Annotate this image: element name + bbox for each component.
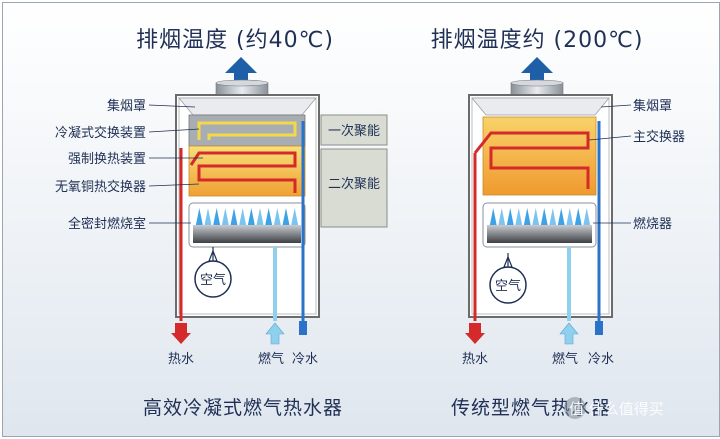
left-burner	[193, 225, 301, 243]
flame	[574, 208, 582, 225]
right-hot-arrow	[465, 323, 485, 344]
watermark-text: 值 什么值得买	[569, 400, 664, 418]
left-pipe-label-hot: 热水	[168, 352, 194, 367]
right-pipe-label-hot: 热水	[462, 352, 488, 367]
left-exhaust-title: 排烟温度 (约40℃)	[136, 28, 334, 53]
stage-label-2: 二次聚能	[328, 176, 380, 192]
left-label-forced: 强制换热装置	[68, 152, 146, 167]
left-exhaust-arrow	[225, 57, 257, 83]
flame	[273, 208, 281, 225]
flame	[498, 208, 506, 225]
flame	[583, 208, 591, 225]
right-labels: 集烟罩 主交换器 燃烧器	[588, 98, 685, 232]
flame	[247, 208, 255, 225]
flame	[523, 208, 531, 225]
stage-box-2	[320, 148, 388, 228]
flame	[532, 208, 540, 225]
left-coil-upper	[197, 121, 297, 140]
flame	[515, 208, 523, 225]
flame	[489, 208, 497, 225]
comparison-diagram: 空气 一次聚能 二次聚能 排烟温度 (约40℃) 集烟罩 冷凝式交换装置 强制换…	[55, 28, 685, 419]
right-label-main: 主交换器	[633, 129, 685, 145]
left-pipe-label-cold: 冷水	[292, 352, 318, 367]
flame	[265, 208, 273, 225]
right-burner	[487, 225, 592, 243]
flame	[230, 208, 238, 225]
right-gas-arrow	[559, 322, 579, 345]
left-label-hood: 集烟罩	[107, 98, 146, 114]
flame	[195, 208, 203, 225]
left-flames	[195, 208, 299, 225]
right-cold-valve	[595, 321, 603, 335]
left-heater: 空气	[171, 57, 320, 345]
right-main-exchanger	[482, 116, 597, 196]
right-label-hood: 集烟罩	[633, 98, 672, 114]
left-caption: 高效冷凝式燃气热水器	[143, 397, 343, 419]
flame	[256, 208, 264, 225]
right-flames	[489, 208, 591, 225]
flame	[557, 208, 565, 225]
stage-label-1: 一次聚能	[328, 123, 380, 139]
right-label-burner: 燃烧器	[633, 216, 672, 232]
left-hot-arrow	[171, 323, 191, 344]
flame	[291, 208, 299, 225]
right-exhaust-arrow	[521, 57, 553, 83]
left-label-chamber: 全密封燃烧室	[68, 216, 146, 232]
left-air-label: 空气	[200, 272, 226, 288]
flame	[221, 208, 229, 225]
watermark: 值 什么值得买	[564, 397, 664, 419]
flame	[204, 208, 212, 225]
left-gas-arrow	[265, 322, 285, 345]
right-pipe-label-gas: 燃气	[552, 351, 578, 367]
left-label-copper: 无氧铜热交换器	[55, 179, 146, 195]
right-exhaust-title: 排烟温度约 (200℃)	[431, 28, 644, 53]
left-pipe-label-gas: 燃气	[258, 351, 284, 367]
flame	[540, 208, 548, 225]
flame	[506, 208, 514, 225]
left-cold-valve	[299, 321, 307, 335]
right-air-label: 空气	[495, 278, 521, 294]
flame	[566, 208, 574, 225]
flame	[282, 208, 290, 225]
left-condensing-exchanger	[188, 114, 306, 147]
right-pipe-label-cold: 冷水	[588, 352, 614, 367]
flame	[549, 208, 557, 225]
flame	[213, 208, 221, 225]
stage-box-1	[320, 114, 388, 146]
left-label-condensing: 冷凝式交换装置	[55, 125, 146, 141]
left-labels: 集烟罩 冷凝式交换装置 强制换热装置 无氧铜热交换器 全密封燃烧室	[55, 98, 203, 232]
flame	[239, 208, 247, 225]
left-coil-lower	[189, 151, 297, 193]
right-coil	[473, 131, 590, 189]
right-heater: 空气	[465, 57, 613, 345]
